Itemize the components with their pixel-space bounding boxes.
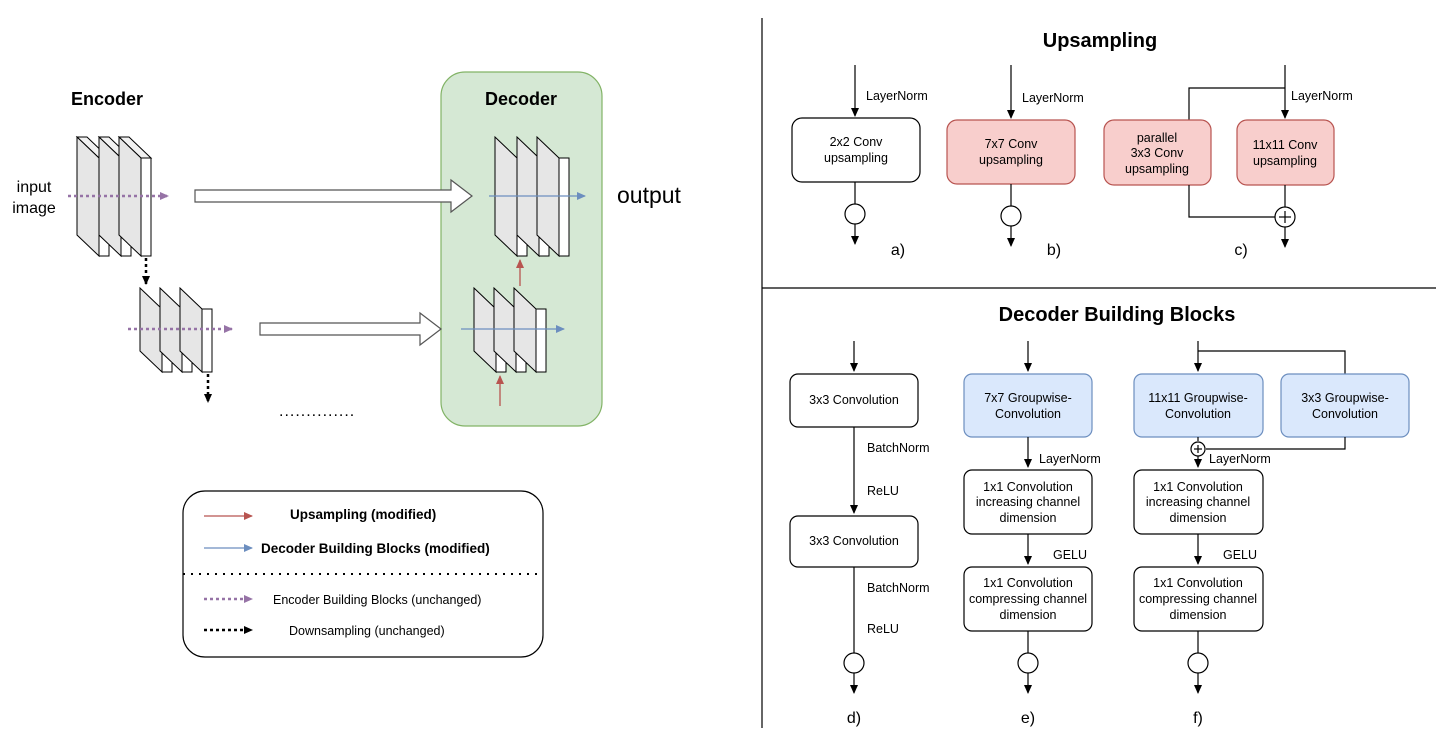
f-groupwise-box [1133, 373, 1264, 438]
decoder-stack-2 [473, 286, 547, 374]
b-activation-node [1000, 205, 1022, 227]
legend-encoder-label: Encoder Building Blocks (unchanged) [273, 593, 481, 607]
skip-arrow-1 [194, 178, 473, 214]
d-conv-text-2: 3x3 Convolution [809, 534, 899, 548]
e-layernorm-label: LayerNorm [1039, 452, 1101, 466]
c-parallel-text-1: parallel [1137, 131, 1177, 145]
b-layernorm-label: LayerNorm [1022, 91, 1084, 105]
upsampling-variant-b: LayerNorm 7x7 Conv upsampling b) [946, 65, 1084, 259]
e-gelu-label: GELU [1053, 548, 1087, 562]
caption-b: b) [1047, 242, 1061, 259]
caption-c: c) [1234, 242, 1247, 259]
a-conv-text-1: 2x2 Conv [830, 135, 884, 149]
input-label-line1: input [17, 179, 52, 196]
b-conv-text-1: 7x7 Conv [985, 137, 1039, 151]
a-activation-node [844, 203, 866, 225]
a-layernorm-label: LayerNorm [866, 89, 928, 103]
decoder-block-f: 11x11 Groupwise- Convolution 3x3 Groupwi… [1133, 341, 1410, 727]
f-compress-text-2: compressing channel [1139, 592, 1257, 606]
decoder-blocks-title: Decoder Building Blocks [999, 304, 1236, 326]
d-relu-1: ReLU [867, 484, 899, 498]
f-side-text-2: Convolution [1312, 407, 1378, 421]
upsampling-variant-c: LayerNorm parallel 3x3 Conv upsampling 1… [1103, 65, 1353, 259]
encoder-title: Encoder [71, 89, 143, 109]
e-groupwise-text-1: 7x7 Groupwise- [984, 391, 1072, 405]
d-batchnorm-1: BatchNorm [867, 441, 930, 455]
upsampling-title: Upsampling [1043, 30, 1157, 52]
legend-upsampling-label: Upsampling (modified) [290, 507, 436, 522]
e-groupwise-text-2: Convolution [995, 407, 1061, 421]
skip-arrow-2 [259, 311, 442, 347]
d-activation-node [843, 652, 865, 674]
e-increase-text-1: 1x1 Convolution [983, 480, 1073, 494]
legend-downsampling-label: Downsampling (unchanged) [289, 624, 445, 638]
f-side-text-1: 3x3 Groupwise- [1301, 391, 1389, 405]
e-increase-text-2: increasing channel [976, 495, 1080, 509]
a-conv-box [791, 117, 921, 183]
decoder-block-d: 3x3 Convolution BatchNorm ReLU 3x3 Convo… [789, 341, 930, 727]
caption-f: f) [1193, 710, 1203, 727]
b-conv-text-2: upsampling [979, 153, 1043, 167]
f-groupwise-text-1: 11x11 Groupwise- [1148, 391, 1248, 405]
decoder-title: Decoder [485, 89, 557, 109]
d-relu-2: ReLU [867, 622, 899, 636]
ellipsis: .............. [279, 403, 355, 420]
c-conv-box [1236, 119, 1335, 186]
f-increase-text-3: dimension [1170, 511, 1227, 525]
c-conv-text-2: upsampling [1253, 154, 1317, 168]
f-activation-node [1187, 652, 1209, 674]
c-conv-text-1: 11x11 Conv [1253, 138, 1319, 152]
input-label-line2: image [12, 200, 56, 217]
legend-decoder-label: Decoder Building Blocks (modified) [261, 541, 490, 556]
f-side-groupwise-box [1280, 373, 1410, 438]
c-layernorm-label: LayerNorm [1291, 89, 1353, 103]
e-groupwise-box [963, 373, 1093, 438]
f-compress-text-3: dimension [1170, 608, 1227, 622]
e-compress-text-3: dimension [1000, 608, 1057, 622]
caption-a: a) [891, 242, 905, 259]
c-parallel-conv-box [1103, 119, 1212, 186]
d-batchnorm-2: BatchNorm [867, 581, 930, 595]
e-compress-text-1: 1x1 Convolution [983, 576, 1073, 590]
output-label: output [617, 182, 682, 208]
caption-d: d) [847, 710, 861, 727]
d-conv-text-1: 3x3 Convolution [809, 393, 899, 407]
caption-e: e) [1021, 710, 1035, 727]
e-compress-text-2: compressing channel [969, 592, 1087, 606]
c-parallel-text-2: 3x3 Conv [1131, 146, 1185, 160]
e-activation-node [1017, 652, 1039, 674]
a-conv-text-2: upsampling [824, 151, 888, 165]
f-gelu-label: GELU [1223, 548, 1257, 562]
f-compress-text-1: 1x1 Convolution [1153, 576, 1243, 590]
f-layernorm-label: LayerNorm [1209, 452, 1271, 466]
f-increase-text-2: increasing channel [1146, 495, 1250, 509]
f-increase-text-1: 1x1 Convolution [1153, 480, 1243, 494]
decoder-block-e: 7x7 Groupwise- Convolution LayerNorm 1x1… [963, 341, 1101, 727]
c-parallel-text-3: upsampling [1125, 162, 1189, 176]
b-conv-box [946, 119, 1076, 185]
e-increase-text-3: dimension [1000, 511, 1057, 525]
upsampling-variant-a: LayerNorm 2x2 Conv upsampling a) [791, 65, 928, 259]
f-groupwise-text-2: Convolution [1165, 407, 1231, 421]
